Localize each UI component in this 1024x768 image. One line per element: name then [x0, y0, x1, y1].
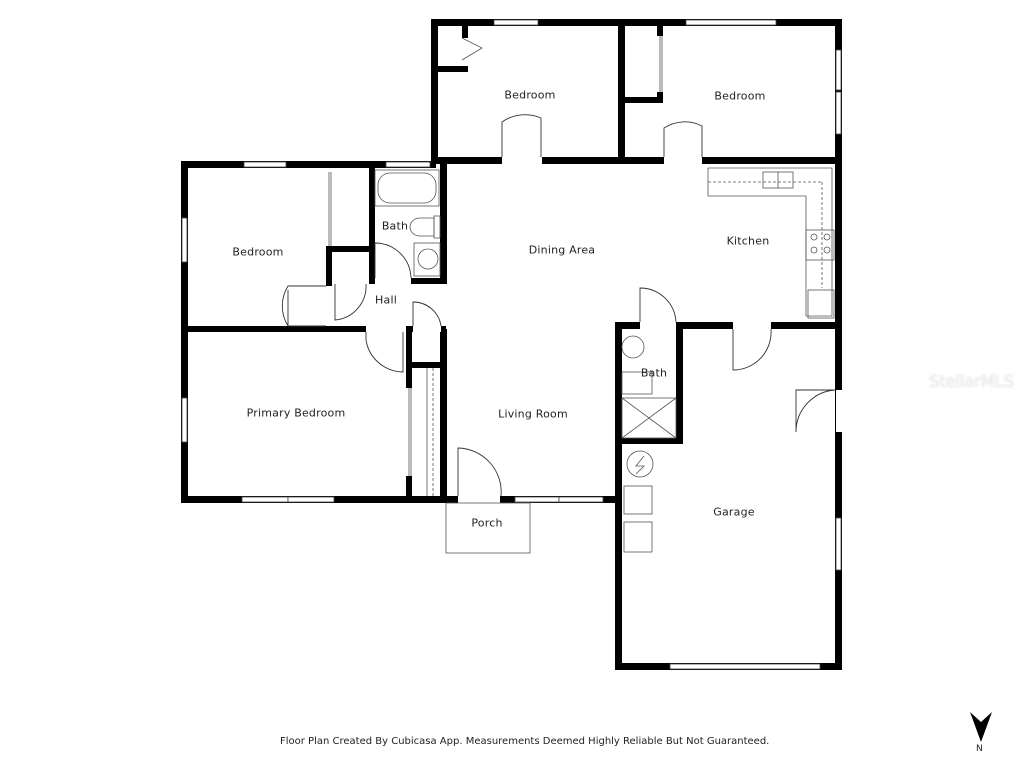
- footer-disclaimer: Floor Plan Created By Cubicasa App. Meas…: [280, 736, 770, 747]
- room-label-primary-bedroom: Primary Bedroom: [246, 406, 346, 420]
- room-label-hall: Hall: [375, 293, 397, 307]
- room-label-living-room: Living Room: [498, 407, 568, 421]
- room-label-garage: Garage: [713, 505, 755, 519]
- room-label-bath-hall: Bath: [381, 219, 409, 233]
- room-label-bedroom-west: Bedroom: [232, 245, 284, 259]
- windows: [181, 19, 842, 670]
- room-label-bedroom-north-west: Bedroom: [504, 88, 556, 102]
- door-openings: [326, 157, 842, 503]
- stellarmls-watermark: StellarMLS: [929, 372, 1014, 392]
- room-label-bath-garage: Bath: [640, 366, 668, 380]
- door-swings: [281, 114, 836, 497]
- room-label-bedroom-north-east: Bedroom: [714, 89, 766, 103]
- north-arrow-icon: [970, 712, 992, 742]
- room-label-kitchen: Kitchen: [726, 234, 770, 248]
- fixtures: [328, 36, 835, 554]
- north-label: N: [976, 744, 983, 754]
- room-label-dining-area: Dining Area: [528, 243, 596, 257]
- exterior-and-interior-walls: [181, 19, 842, 670]
- room-label-porch: Porch: [471, 516, 503, 530]
